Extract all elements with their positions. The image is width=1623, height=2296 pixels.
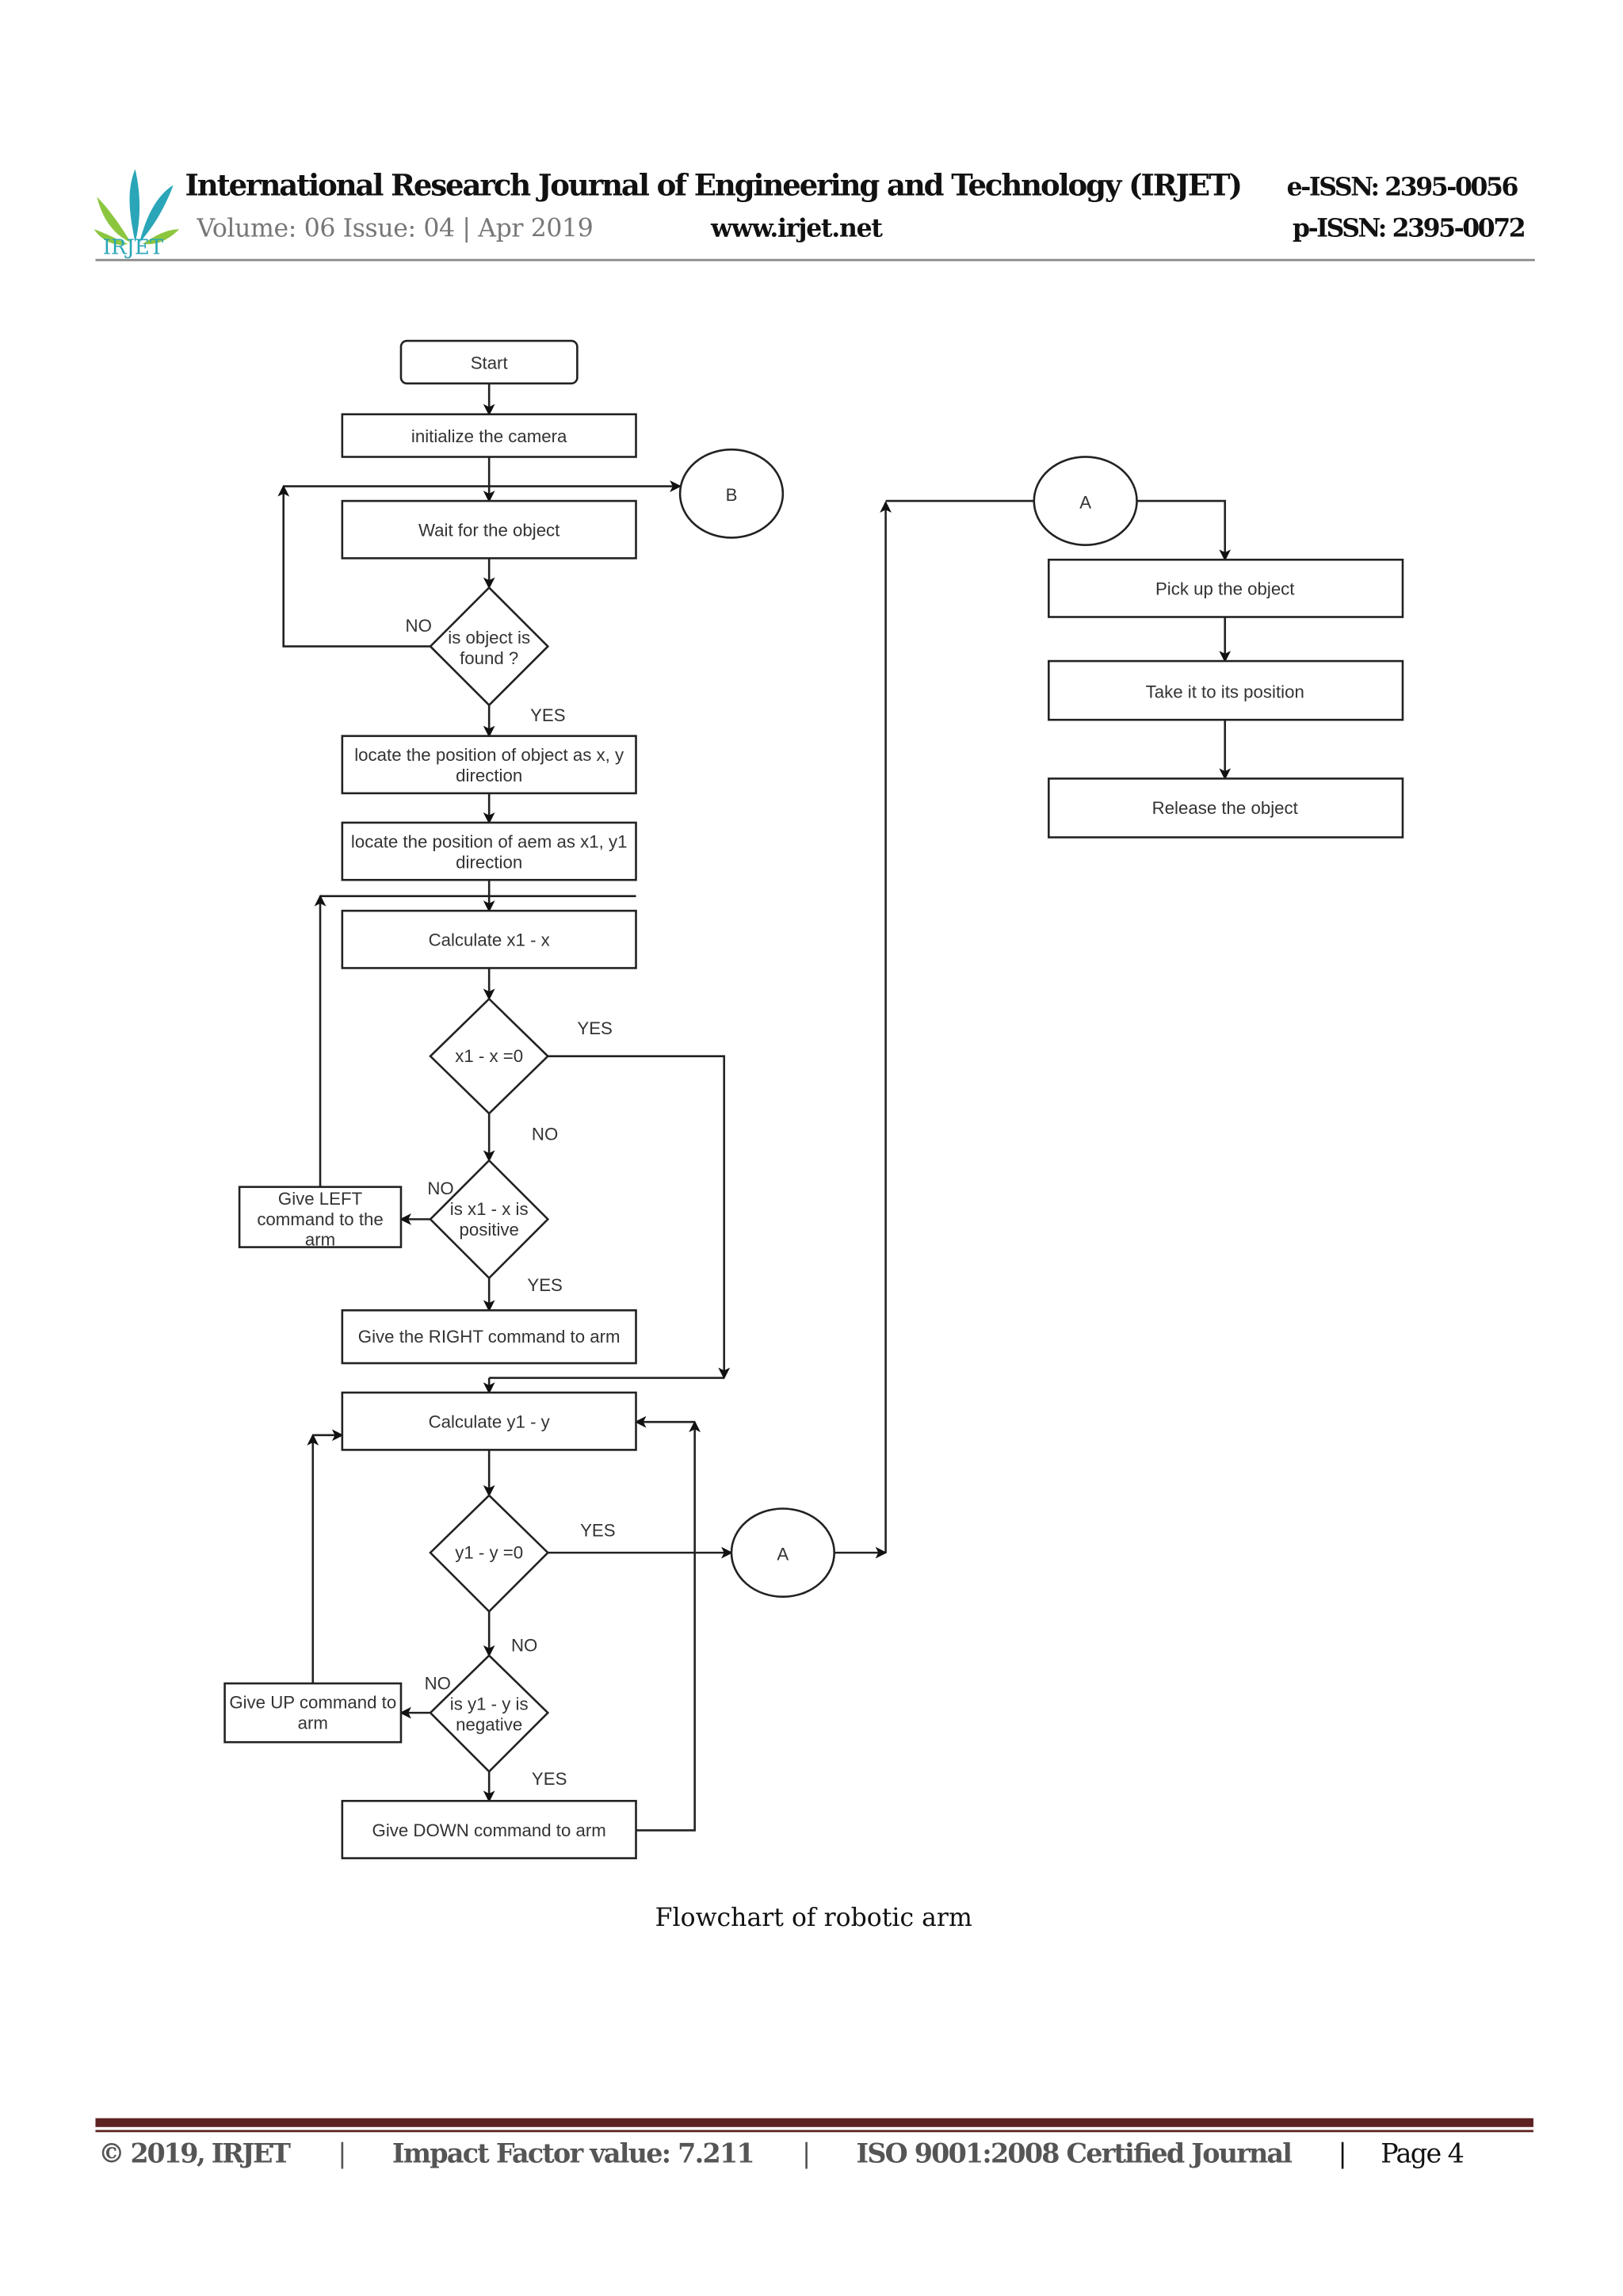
decision-y-negative: is y1 - y is negative bbox=[429, 1654, 550, 1774]
decision-y-negative-line1: is y1 - y is bbox=[450, 1694, 529, 1713]
header: IRJET International Research Journal of … bbox=[94, 168, 1535, 262]
node-give-right: Give the RIGHT command to arm bbox=[341, 1309, 637, 1365]
footer: © 2019, IRJET | Impact Factor value: 7.2… bbox=[95, 2118, 1533, 2168]
decision-x-positive-line1: is x1 - x is bbox=[450, 1199, 529, 1219]
decision-x-positive-line2: positive bbox=[459, 1220, 518, 1240]
decision-y-zero-label: y1 - y =0 bbox=[455, 1543, 523, 1563]
label-no: NO bbox=[532, 1124, 558, 1144]
node-init-camera-label: initialize the camera bbox=[411, 426, 567, 446]
logo-text: IRJET bbox=[103, 236, 164, 260]
label-yes: YES bbox=[580, 1521, 616, 1541]
label-yes: YES bbox=[577, 1018, 613, 1038]
decision-x-zero: x1 - x =0 bbox=[429, 997, 550, 1115]
node-start: Start bbox=[399, 339, 579, 385]
node-start-label: Start bbox=[471, 353, 509, 372]
label-yes: YES bbox=[530, 705, 566, 725]
node-pick-up: Pick up the object bbox=[1048, 558, 1404, 618]
decision-y-negative-line2: negative bbox=[456, 1714, 522, 1734]
label-no: NO bbox=[406, 616, 432, 636]
footer-separator: | bbox=[1338, 2137, 1346, 2168]
node-calc-x-label: Calculate x1 - x bbox=[429, 930, 550, 950]
node-wait-object: Wait for the object bbox=[341, 499, 637, 560]
node-give-right-label: Give the RIGHT command to arm bbox=[358, 1327, 621, 1347]
node-release-label: Release the object bbox=[1152, 798, 1299, 818]
footer-separator: | bbox=[802, 2137, 811, 2168]
node-calc-y: Calculate y1 - y bbox=[341, 1391, 637, 1451]
node-init-camera: initialize the camera bbox=[341, 413, 637, 458]
node-locate-object: locate the position of object as x, y di… bbox=[341, 735, 637, 795]
node-calc-x: Calculate x1 - x bbox=[341, 909, 637, 969]
decision-x-zero-label: x1 - x =0 bbox=[455, 1046, 523, 1066]
node-locate-object-line2: direction bbox=[456, 766, 522, 785]
node-locate-arm-line2: direction bbox=[456, 852, 522, 872]
footer-impact-factor: Impact Factor value: 7.211 bbox=[392, 2137, 755, 2168]
decision-x-positive: is x1 - x is positive bbox=[429, 1159, 550, 1280]
label-yes: YES bbox=[532, 1769, 567, 1789]
node-give-left-line2: command to the bbox=[257, 1209, 383, 1229]
website[interactable]: www.irjet.net bbox=[710, 213, 883, 243]
node-give-up: Give UP command to arm bbox=[223, 1682, 403, 1744]
node-locate-object-line1: locate the position of object as x, y bbox=[354, 745, 624, 765]
node-give-down-label: Give DOWN command to arm bbox=[372, 1820, 606, 1840]
node-give-up-line2: arm bbox=[298, 1713, 328, 1733]
node-wait-object-label: Wait for the object bbox=[418, 521, 560, 541]
connector-b: B bbox=[678, 448, 785, 539]
node-give-left-line3: arm bbox=[305, 1230, 335, 1250]
node-locate-arm: locate the position of aem as x1, y1 dir… bbox=[341, 821, 637, 881]
node-release: Release the object bbox=[1048, 777, 1404, 839]
footer-page-number: Page 4 bbox=[1381, 2137, 1465, 2168]
connector-a-top: A bbox=[1033, 456, 1138, 546]
decision-object-found-line1: is object is bbox=[448, 628, 530, 648]
decision-object-found: is object is found ? bbox=[429, 586, 550, 707]
node-take-position-label: Take it to its position bbox=[1146, 682, 1304, 701]
decision-object-found-line2: found ? bbox=[460, 648, 518, 668]
connector-a-top-label: A bbox=[1079, 492, 1091, 512]
label-no: NO bbox=[425, 1673, 451, 1693]
decision-y-zero: y1 - y =0 bbox=[429, 1494, 550, 1614]
node-give-down: Give DOWN command to arm bbox=[341, 1800, 637, 1859]
node-give-up-line1: Give UP command to bbox=[229, 1693, 396, 1713]
p-issn: p-ISSN: 2395-0072 bbox=[1293, 213, 1526, 243]
label-no: NO bbox=[427, 1179, 453, 1198]
node-calc-y-label: Calculate y1 - y bbox=[429, 1412, 551, 1432]
e-issn: e-ISSN: 2395-0056 bbox=[1287, 173, 1519, 202]
figure-caption: Flowchart of robotic arm bbox=[655, 1904, 972, 1932]
journal-title: International Research Journal of Engine… bbox=[185, 168, 1243, 203]
node-locate-arm-line1: locate the position of aem as x1, y1 bbox=[351, 831, 628, 851]
node-pick-up-label: Pick up the object bbox=[1155, 579, 1295, 599]
label-yes: YES bbox=[527, 1275, 563, 1295]
connector-a-bottom: A bbox=[730, 1507, 836, 1599]
node-give-left: Give LEFT command to the arm bbox=[238, 1186, 403, 1250]
connector-b-label: B bbox=[726, 485, 738, 505]
footer-iso: ISO 9001:2008 Certified Journal bbox=[857, 2137, 1293, 2168]
footer-copyright: © 2019, IRJET bbox=[98, 2137, 291, 2168]
node-give-left-line1: Give LEFT bbox=[278, 1189, 363, 1209]
node-take-position: Take it to its position bbox=[1048, 659, 1404, 721]
footer-separator: | bbox=[338, 2137, 346, 2168]
footer-bar bbox=[95, 2118, 1533, 2127]
flowchart: Start initialize the camera Wait for the… bbox=[223, 339, 1404, 1859]
irjet-logo: IRJET bbox=[94, 169, 180, 260]
footer-rule bbox=[95, 2130, 1533, 2133]
label-no: NO bbox=[511, 1635, 537, 1655]
flowchart-edges bbox=[277, 383, 1232, 1832]
connector-a-bottom-label: A bbox=[777, 1544, 789, 1564]
volume-issue: Volume: 06 Issue: 04 | Apr 2019 bbox=[196, 214, 593, 243]
